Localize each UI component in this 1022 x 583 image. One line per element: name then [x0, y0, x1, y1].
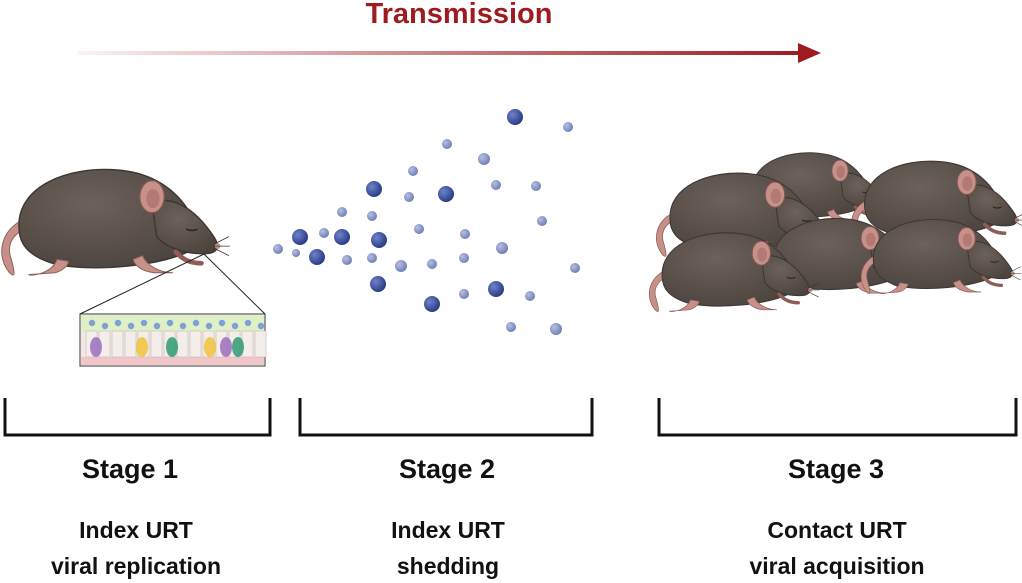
stage-3-bracket [657, 398, 1018, 437]
virus-particle-icon [525, 291, 535, 301]
transmission-title: Transmission [366, 0, 553, 30]
virus-particle-icon [244, 319, 252, 327]
epithelial-cell [124, 330, 137, 358]
mouse-icon [2, 169, 230, 275]
specialized-cell [220, 337, 232, 357]
virus-particle-icon [319, 228, 329, 238]
virus-particle-icon [442, 139, 452, 149]
stage-2-title: Stage 2 [399, 454, 495, 484]
virus-particle-icon [370, 276, 386, 292]
epithelial-cell [150, 330, 163, 358]
virus-particle-icon [371, 232, 387, 248]
virus-particle-icon [342, 255, 352, 265]
stage-1-line1: Index URT [79, 517, 193, 543]
virus-particle-icon [491, 180, 501, 190]
virus-particle-icon [424, 296, 440, 312]
virus-particle-icon [395, 260, 407, 272]
specialized-cell [232, 337, 244, 357]
virus-particle-icon [153, 322, 161, 330]
virus-particle-icon [496, 242, 508, 254]
stage-2-line2: shedding [397, 553, 499, 579]
epithelial-cell [189, 330, 202, 358]
virus-particle-icon [309, 249, 325, 265]
virus-particle-icon [366, 181, 382, 197]
specialized-cell [90, 337, 102, 357]
virus-particle-icon [427, 259, 437, 269]
stage-3-line1: Contact URT [767, 517, 906, 543]
stage-1-title: Stage 1 [82, 454, 178, 484]
virus-particle-icon [507, 109, 523, 125]
stage-3-title: Stage 3 [788, 454, 884, 484]
stage-3-line2: viral acquisition [749, 553, 924, 579]
virus-particle-icon [563, 122, 573, 132]
specialized-cell [166, 337, 178, 357]
virus-particle-icon [179, 322, 187, 330]
virus-particle-icon [404, 192, 414, 202]
mouse-group-icon [649, 150, 1022, 312]
virus-particle-icon [414, 224, 424, 234]
virus-particle-icon [140, 319, 148, 327]
specialized-cell [136, 337, 148, 357]
stage-2-line1: Index URT [391, 517, 505, 543]
transmission-arrow-head [798, 43, 821, 63]
virus-particle-icon [127, 322, 135, 330]
virus-particle-icon [114, 319, 122, 327]
virus-particle-icon [550, 323, 562, 335]
epithelium-inset-icon [79, 253, 267, 367]
virus-particle-icon [408, 166, 418, 176]
virus-particle-icon [257, 322, 265, 330]
virus-particle-icon [337, 207, 347, 217]
virus-particle-icon [460, 229, 470, 239]
virus-particle-icon [459, 253, 469, 263]
virus-particle-icon [531, 181, 541, 191]
virus-particle-icon [367, 211, 377, 221]
virus-particle-icon [166, 319, 174, 327]
virus-particle-icon [537, 216, 547, 226]
virus-particle-icon [459, 289, 469, 299]
epithelial-cell [254, 330, 267, 358]
virus-particle-icon [478, 153, 490, 165]
stage-1-bracket [3, 398, 272, 437]
virus-particle-icon [292, 249, 300, 257]
epithelial-cell [111, 330, 124, 358]
virus-particle-icon [205, 322, 213, 330]
virus-particle-icon [292, 229, 308, 245]
stage-2-bracket [298, 398, 594, 437]
virus-particle-icon [506, 322, 516, 332]
virus-particle-icon [218, 319, 226, 327]
virus-particle-icon [438, 186, 454, 202]
virus-particle-icon [88, 319, 96, 327]
stage-1-line2: viral replication [51, 553, 221, 579]
virus-particle-icon [273, 244, 283, 254]
virus-particle-icon [101, 322, 109, 330]
specialized-cell [204, 337, 216, 357]
transmission-arrow-shaft [78, 51, 804, 55]
virus-particle-icon [192, 319, 200, 327]
virion-cloud [273, 109, 580, 335]
virus-particle-icon [488, 281, 504, 297]
virus-particle-icon [367, 253, 377, 263]
virus-particle-icon [570, 263, 580, 273]
virus-particle-icon [231, 322, 239, 330]
epithelial-cell [176, 330, 189, 358]
virus-particle-icon [334, 229, 350, 245]
